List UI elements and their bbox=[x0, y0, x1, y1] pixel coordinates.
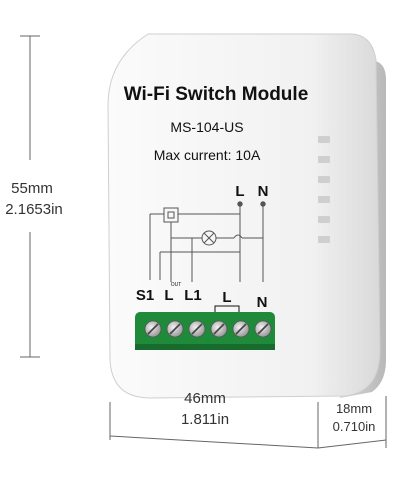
device-model: MS-104-US bbox=[170, 119, 243, 135]
top-label-l: L bbox=[235, 183, 244, 200]
bottom-label-l1: L1 bbox=[184, 287, 202, 304]
bottom-label-l-out: L bbox=[164, 287, 173, 304]
module-body bbox=[107, 33, 381, 399]
bottom-label-s1: S1 bbox=[136, 287, 154, 304]
depth-mm: 18mm bbox=[336, 401, 372, 416]
depth-dimension-lines bbox=[317, 396, 387, 449]
bottom-label-l: L bbox=[222, 289, 231, 306]
height-dimension-lines bbox=[20, 35, 40, 358]
out-tag: OUT bbox=[171, 282, 182, 288]
device-title: Wi-Fi Switch Module bbox=[124, 84, 309, 105]
device-rating: Max current: 10A bbox=[154, 147, 261, 163]
width-in: 1.811in bbox=[181, 411, 229, 428]
bridge-bracket bbox=[214, 305, 240, 312]
terminal-screws bbox=[144, 320, 272, 338]
height-mm: 55mm bbox=[11, 180, 53, 197]
height-in: 2.1653in bbox=[5, 201, 63, 218]
vent-slots bbox=[318, 136, 330, 243]
depth-in: 0.710in bbox=[333, 419, 376, 434]
width-mm: 46mm bbox=[184, 390, 226, 407]
bottom-label-n: N bbox=[257, 294, 268, 311]
width-dimension-lines bbox=[109, 402, 319, 449]
wiring-schematic bbox=[149, 201, 266, 282]
top-label-n: N bbox=[258, 183, 269, 200]
